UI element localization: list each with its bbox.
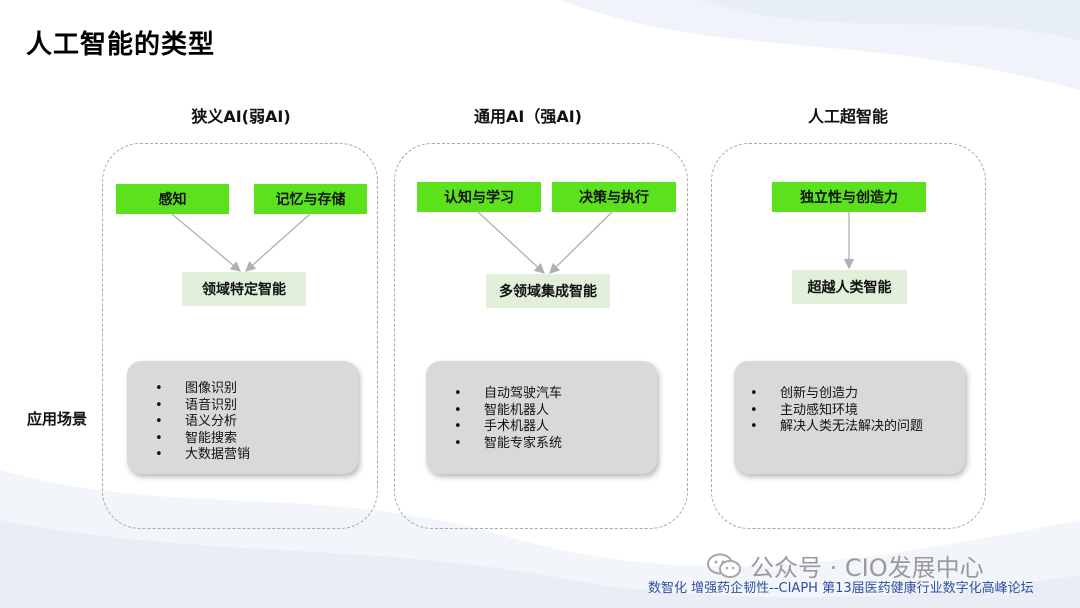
application-scenarios-label: 应用场景	[27, 410, 88, 428]
watermark-text: 公众号 · CIO发展中心	[750, 554, 984, 582]
app-scenarios-narrow-ai: 图像识别 语音识别 语义分析 智能搜索 大数据营销	[127, 361, 358, 474]
column-header-general-ai: 通用AI（强AI)	[474, 107, 582, 126]
wechat-icon	[707, 553, 741, 578]
list-item: 智能专家系统	[454, 436, 657, 453]
list-item: 智能搜索	[155, 431, 358, 448]
list-item: 创新与创造力	[750, 386, 965, 403]
panel-narrow-ai	[102, 143, 378, 529]
list-item: 解决人类无法解决的问题	[750, 419, 965, 436]
column-header-narrow-ai: 狭义AI(弱AI)	[191, 107, 291, 126]
watermark: 公众号 · CIO发展中心	[706, 548, 984, 583]
list-item: 大数据营销	[155, 447, 358, 464]
input-box-cognition-learning: 认知与学习	[417, 182, 541, 212]
page-title: 人工智能的类型	[26, 30, 216, 60]
list-item: 图像识别	[155, 381, 358, 398]
input-box-perception: 感知	[116, 184, 229, 214]
list-item: 自动驾驶汽车	[454, 386, 657, 403]
column-header-super-ai: 人工超智能	[807, 107, 888, 126]
list-item: 智能机器人	[454, 403, 657, 420]
list-item: 手术机器人	[454, 419, 657, 436]
list-item: 语义分析	[155, 414, 358, 431]
input-box-decision-execution: 决策与执行	[552, 182, 676, 212]
input-box-memory-storage: 记忆与存储	[254, 184, 367, 214]
list-item: 主动感知环境	[750, 403, 965, 420]
input-box-independence-creativity: 独立性与创造力	[772, 182, 926, 212]
panel-super-ai	[711, 143, 986, 529]
panel-general-ai	[394, 143, 688, 529]
result-box-multi-domain: 多领域集成智能	[486, 274, 610, 308]
app-scenarios-super-ai: 创新与创造力 主动感知环境 解决人类无法解决的问题	[734, 361, 965, 474]
app-scenarios-general-ai: 自动驾驶汽车 智能机器人 手术机器人 智能专家系统	[426, 361, 657, 474]
footer-text: 数智化 增强药企韧性--CIAPH 第13届医药健康行业数字化高峰论坛	[648, 581, 1034, 596]
result-box-beyond-human: 超越人类智能	[792, 270, 907, 304]
list-item: 语音识别	[155, 398, 358, 415]
result-box-domain-specific: 领域特定智能	[182, 272, 306, 306]
